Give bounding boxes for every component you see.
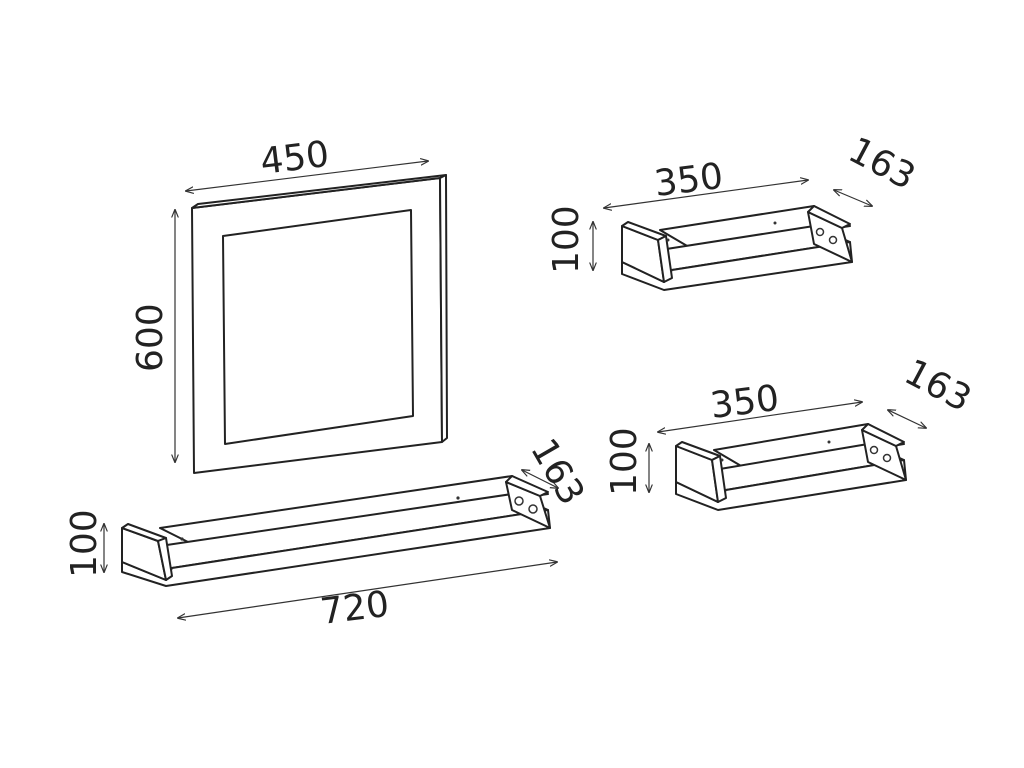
shelf-large bbox=[121, 475, 551, 587]
shelf-small-top bbox=[621, 205, 853, 291]
shelf-small-top-depth-dimension: 163 bbox=[834, 130, 922, 206]
mirror-width-label: 450 bbox=[258, 134, 331, 183]
shelf-small-bottom-length-dimension: 350 bbox=[658, 378, 862, 432]
shelf-small-bottom-height-label: 100 bbox=[604, 427, 645, 496]
shelf-small-top-height-label: 100 bbox=[546, 205, 587, 274]
shelf-small-bottom-depth-label: 163 bbox=[898, 352, 978, 420]
shelf-small-top-length-dimension: 350 bbox=[604, 156, 808, 208]
shelf-small-bottom-height-dimension: 100 bbox=[604, 427, 649, 496]
shelf-large-height-label: 100 bbox=[64, 509, 105, 578]
mirror bbox=[191, 174, 448, 474]
mirror-height-dimension: 600 bbox=[130, 210, 175, 462]
shelf-large-height-dimension: 100 bbox=[64, 509, 105, 578]
mirror-height-label: 600 bbox=[130, 303, 171, 372]
shelf-small-top-height-dimension: 100 bbox=[546, 205, 593, 274]
shelf-small-bottom-depth-dimension: 163 bbox=[888, 352, 978, 428]
shelf-large-length-dimension: 720 bbox=[178, 562, 557, 633]
shelf-small-bottom-length-label: 350 bbox=[708, 378, 781, 427]
shelf-small-top-depth-label: 163 bbox=[842, 130, 922, 198]
shelf-small-top-length-label: 350 bbox=[652, 156, 725, 205]
shelf-small-bottom bbox=[675, 423, 907, 511]
mirror-width-dimension: 450 bbox=[186, 134, 428, 191]
shelf-large-length-label: 720 bbox=[318, 584, 391, 633]
